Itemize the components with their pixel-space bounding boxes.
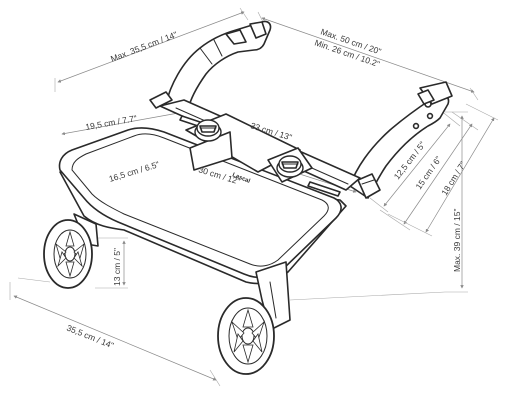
dim-wheel-height: 13 cm / 5" <box>112 248 122 286</box>
dim-base-width: 35,5 cm / 14" <box>65 323 115 351</box>
dim-height-max: Max. 39 cm / 15" <box>452 209 462 272</box>
connector-arm-left <box>149 20 272 111</box>
dim-top-width: Max. 35,5 cm / 14" <box>109 29 178 64</box>
knob-left <box>194 119 222 142</box>
connector-arm-right <box>349 81 453 199</box>
wheel-right <box>217 261 291 375</box>
knob-right <box>276 155 304 178</box>
wheel-left <box>43 213 99 289</box>
dim-height-large: 18 cm / 7" <box>439 160 468 198</box>
